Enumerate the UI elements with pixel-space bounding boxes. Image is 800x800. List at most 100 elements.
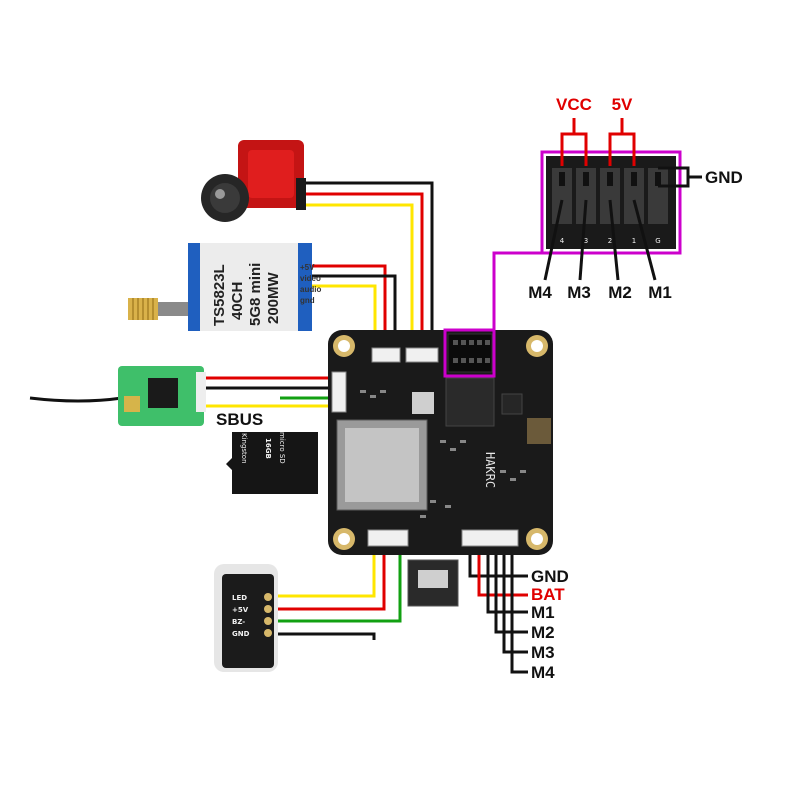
connector-pins	[559, 172, 661, 186]
vtx-shield	[200, 243, 298, 331]
vtx-channels: 40CH	[229, 282, 246, 320]
vcc-label: VCC	[556, 95, 592, 114]
receiver-chip	[148, 378, 178, 408]
micro-sd-card: Kingston 16GB micro SD	[226, 432, 318, 494]
m4-line	[543, 199, 564, 281]
sma-threads	[132, 298, 154, 320]
inductor	[527, 418, 551, 444]
motor-label-m3: M3	[567, 283, 591, 302]
camera-wire-red	[300, 192, 424, 350]
board-brand-label: HAKRC	[483, 452, 497, 488]
receiver-connector	[196, 372, 206, 412]
mounting-hole-center	[531, 533, 543, 545]
regulator-tab	[418, 570, 448, 588]
vtx-power: 200MW	[265, 271, 282, 324]
esc-wire-gnd	[468, 550, 528, 578]
camera-wire-black	[300, 181, 434, 350]
crystal	[412, 392, 434, 414]
buzzer-solder-pads	[264, 593, 272, 637]
buzzer-wires	[272, 550, 402, 640]
buzzer-module-board	[222, 574, 274, 668]
esc-wire-m3	[502, 550, 528, 654]
pin-number: 4	[560, 237, 565, 245]
sd-card-slot-cover	[345, 428, 419, 502]
camera-lens-reflection	[215, 189, 225, 199]
vtx-plug	[371, 347, 401, 363]
camera-wires	[300, 181, 434, 350]
mounting-holes	[333, 335, 548, 550]
buzzer-pin-label: +5V	[232, 606, 249, 614]
motor-label-m1: M1	[648, 283, 672, 302]
callout-small-box	[443, 328, 496, 378]
sd-card-body	[226, 432, 318, 494]
camera-lens	[210, 183, 240, 213]
m1-line	[632, 199, 657, 281]
header-pin-grid	[453, 340, 490, 363]
pin-number: 2	[608, 237, 612, 245]
receiver-antenna	[29, 396, 123, 403]
buzzer-wire-green	[272, 550, 402, 623]
vtx-sma-base	[158, 302, 188, 316]
5v-label: 5V	[612, 95, 633, 114]
buzzer-pin-label: GND	[232, 630, 250, 638]
esc-label-m4: M4	[531, 663, 555, 682]
vtx-wires	[312, 264, 397, 350]
esc-label-gnd: GND	[531, 567, 569, 586]
esc-wires	[468, 550, 528, 674]
video-transmitter: TS5823L 40CH 5G8 mini 200MW +5V video au…	[128, 243, 321, 331]
esc-wire-m4	[510, 550, 528, 674]
sd-card-type: micro SD	[278, 432, 286, 464]
motor-lines	[543, 199, 657, 281]
gyro-chip	[501, 393, 523, 415]
pin-number: 1	[632, 237, 636, 245]
flight-controller-board: HAKRC	[328, 330, 553, 555]
m3-line	[578, 199, 588, 281]
mounting-hole-center	[531, 340, 543, 352]
vtx-band: 5G8 mini	[247, 263, 264, 326]
buzzer-pin-label: BZ-	[232, 618, 245, 626]
gnd-label: GND	[705, 168, 743, 187]
top-brackets	[560, 118, 636, 166]
pin-number: G	[655, 237, 660, 245]
vtx-pin-labels: +5V video audio gnd	[300, 263, 321, 305]
receiver-antenna-pad	[124, 396, 140, 412]
mounting-hole-center	[338, 340, 350, 352]
vtx-text: TS5823L 40CH 5G8 mini 200MW	[211, 263, 282, 326]
motor-pin-header	[447, 333, 493, 373]
connector-slots	[552, 168, 668, 224]
m2-line	[608, 199, 620, 281]
esc-label-m1: M1	[531, 603, 555, 622]
esc-labels: GND BAT M1 M2 M3 M4	[531, 567, 569, 682]
connector-pin-numbers: 4 3 2 1 G	[560, 237, 661, 245]
vtx-pin-label: gnd	[300, 296, 315, 305]
vtx-pin-label: audio	[300, 285, 321, 294]
buzzer-wire-red	[272, 550, 386, 611]
camera-face	[248, 150, 294, 198]
esc-label-m2: M2	[531, 623, 555, 642]
vtx-wire-red	[312, 264, 387, 350]
mcu-chip	[445, 377, 495, 427]
sd-card-capacity: 16GB	[264, 438, 272, 459]
esc-label-bat: BAT	[531, 585, 565, 604]
buzzer-led-module: LED +5V BZ- GND	[214, 564, 278, 672]
buzzer-wire-yellow	[272, 550, 376, 598]
sbus-label: SBUS	[216, 410, 263, 429]
vtx-pin-label: video	[300, 274, 321, 283]
callout-line	[492, 251, 542, 330]
pin-number: 3	[584, 237, 588, 245]
receiver-wires	[204, 376, 340, 408]
motor-label-m2: M2	[608, 283, 632, 302]
motor-connector-callout: 4 3 2 1 G VCC 5V GND M4 M3 M2 M1	[443, 95, 743, 378]
buzzer-plug	[367, 529, 409, 547]
smd-components	[360, 390, 526, 518]
sd-card-brand: Kingston	[240, 433, 248, 464]
vtx-pin-label: +5V	[300, 263, 315, 272]
vtx-wire-yellow	[312, 284, 377, 350]
esc-label-m3: M3	[531, 643, 555, 662]
esc-wire-m2	[494, 550, 528, 634]
receiver-plug	[331, 371, 347, 413]
rc-receiver: SBUS	[29, 366, 263, 429]
esc-wire-m1	[486, 550, 528, 614]
vtx-model: TS5823L	[211, 264, 228, 326]
